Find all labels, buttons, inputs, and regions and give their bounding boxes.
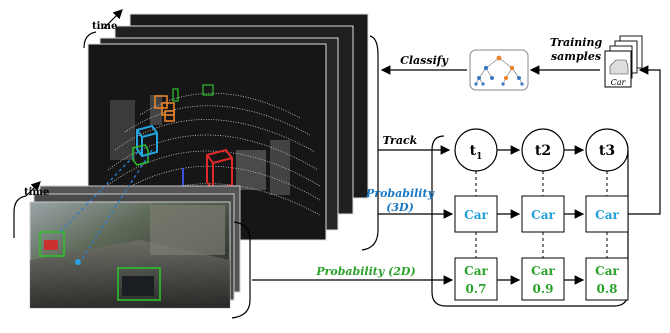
camera-car-dark — [122, 276, 154, 296]
car-box-green-small — [132, 144, 149, 166]
car3d-box-1 — [454, 195, 498, 233]
car3d-label-1: Car — [464, 208, 488, 222]
time-step-1: t1 Car Car 0.7 — [454, 128, 498, 301]
car2d-prob-1: 0.7 — [466, 282, 487, 296]
car2d-label-1: Car — [464, 264, 488, 278]
camera-projection-point — [75, 259, 81, 265]
car3d-box-3 — [585, 195, 629, 233]
car2d-label-3: Car — [595, 264, 619, 278]
training-label-line2: samples — [551, 50, 601, 63]
training-samples-group: Training samples Car — [550, 35, 643, 88]
car3d-label-3: Car — [595, 208, 619, 222]
camera-frame-bracket — [13, 195, 27, 238]
lidar-structures — [110, 95, 290, 195]
time-node-1-label: t — [470, 143, 477, 159]
camera-frame-stack: time — [13, 181, 251, 319]
camera-car-red — [44, 240, 58, 250]
time-arrow-3d — [103, 9, 123, 29]
car2d-box-2 — [521, 257, 565, 301]
box-green-far — [172, 84, 214, 102]
camera-bbox-car-left — [39, 231, 65, 257]
time-node-1-sub: 1 — [476, 152, 482, 162]
step-arrows — [497, 145, 585, 285]
car3d-label-2: Car — [531, 208, 555, 222]
svg-text:t1: t1 — [470, 143, 483, 162]
decision-tree-icon — [474, 55, 524, 86]
sample-cards: Car — [604, 35, 643, 88]
feedback-line — [598, 65, 661, 215]
training-label-line1: Training — [550, 36, 603, 49]
track-label: Track — [383, 134, 418, 147]
time-node-2-label: t2 — [535, 143, 551, 159]
camera-building — [150, 205, 225, 255]
car2d-label-2: Car — [531, 264, 555, 278]
car2d-box-3 — [585, 257, 629, 301]
car2d-prob-2: 0.9 — [533, 282, 554, 296]
time-step-3: t3 Car Car 0.8 — [585, 128, 629, 301]
prob3d-label-line1: Probability — [365, 187, 436, 200]
car-box-orange — [154, 95, 175, 122]
sample-card-label: Car — [611, 78, 627, 87]
car2d-prob-3: 0.8 — [597, 282, 618, 296]
time-step-2: t2 Car Car 0.9 — [521, 128, 565, 301]
camera-road — [30, 240, 230, 308]
car2d-box-1 — [454, 257, 498, 301]
time-label-2d: time — [24, 187, 49, 198]
time-node-3-label: t3 — [599, 143, 615, 159]
projection-lines — [59, 149, 153, 263]
prob3d-label-line2: (3D) — [386, 201, 414, 214]
camera-frame-bracket-right — [231, 221, 251, 319]
classifier-box — [469, 49, 529, 91]
sample-car-icon — [609, 59, 629, 75]
time-label-3d: time — [92, 21, 117, 32]
classify-label: Classify — [400, 54, 449, 67]
camera-bbox-car-right — [117, 267, 161, 301]
time-arrow-2d — [25, 181, 41, 197]
lidar-frame-bracket-right — [361, 35, 379, 251]
lidar-frame-bracket — [83, 31, 97, 49]
prob2d-label: Probability (2D) — [315, 265, 415, 278]
